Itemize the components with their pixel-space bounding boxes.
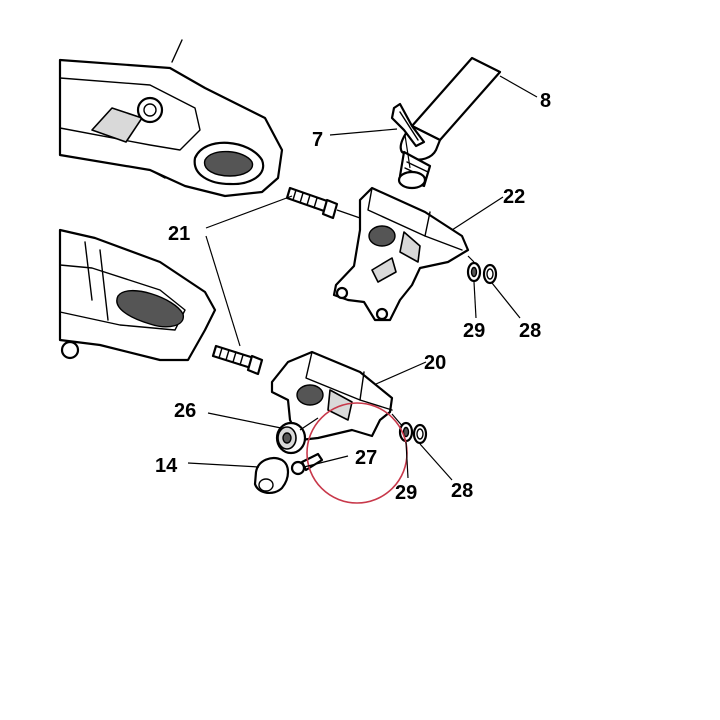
callout-14: 14 — [155, 455, 178, 477]
upper-bracket — [332, 186, 475, 322]
callout-28-upper: 28 — [519, 320, 541, 342]
upper-washers — [466, 261, 498, 285]
callout-27: 27 — [355, 447, 377, 469]
callout-8: 8 — [540, 90, 551, 112]
upper-bolt — [285, 186, 361, 220]
bush — [275, 417, 319, 455]
leader-lines — [187, 75, 538, 481]
callout-21: 21 — [168, 223, 190, 245]
lower-washers — [398, 421, 428, 445]
upper-arm — [58, 39, 284, 198]
shock-absorber — [397, 56, 502, 190]
callout-20: 20 — [424, 352, 446, 374]
lower-arm — [58, 228, 217, 362]
lower-bolt — [211, 344, 264, 376]
callout-29-lower: 29 — [395, 482, 417, 504]
lower-bracket — [270, 350, 405, 442]
callout-29-upper: 29 — [463, 320, 485, 342]
callout-7: 7 — [312, 129, 323, 151]
callout-22: 22 — [503, 186, 525, 208]
clip — [390, 102, 426, 169]
callout-28-lower: 28 — [451, 480, 473, 502]
bump-stop — [253, 456, 290, 494]
callout-26: 26 — [174, 400, 196, 422]
callout-labels: 8 7 21 22 29 28 20 26 14 27 29 28 — [155, 90, 551, 504]
